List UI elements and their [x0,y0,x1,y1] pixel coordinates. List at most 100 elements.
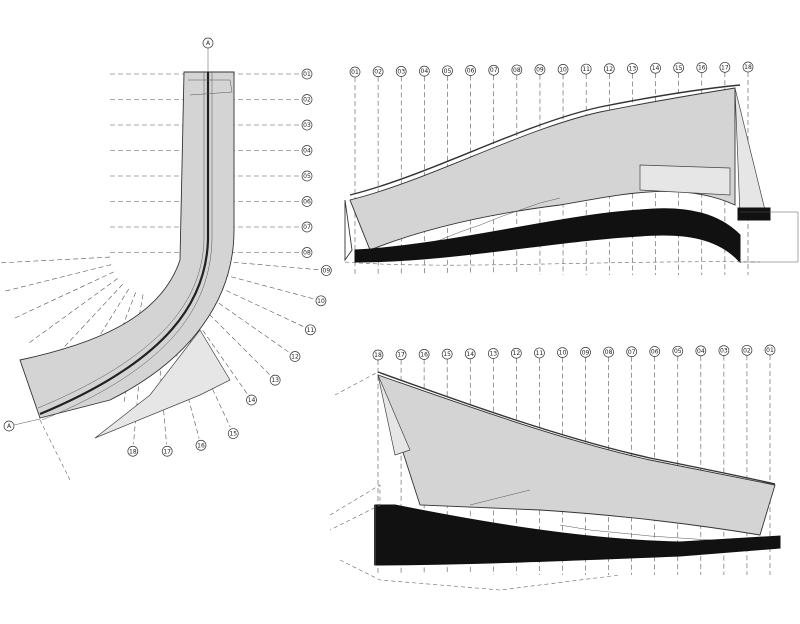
plan-grid-16-bubble [195,439,207,451]
section-marker-top [202,37,214,49]
top-grid-18-label: 18 [744,64,752,71]
plan-grid-03-label: 03 [303,122,311,129]
plan-radial-extra [4,264,112,292]
bottom-grid-16-bubble [418,349,430,360]
bottom-grid-10-bubble [557,347,568,358]
bottom-grid-05-label: 05 [674,348,682,355]
plan-grid-07-bubble [301,221,313,233]
bottom-grid-08-label: 08 [605,349,613,356]
bottom-grid-13-bubble [487,348,499,359]
top-grid-16-label: 16 [698,65,706,72]
plan-grid-14-bubble [246,394,257,406]
top-grid-11-bubble [580,63,592,75]
plan-grid-11-bubble [305,324,316,336]
bottom-ground-line [339,559,621,591]
bottom-grid-02-label: 02 [743,347,751,354]
plan-grid-16-label: 16 [197,442,205,449]
plan-radial-extra [0,256,111,264]
plan-grid-12-label: 12 [291,354,299,361]
top-grid-11-label: 11 [582,66,590,73]
top-grid-02-label: 02 [374,69,382,76]
bottom-grid-14-bubble [464,348,476,360]
plan-radial-extra [13,271,114,319]
ramp-plan-shape [19,71,235,419]
top-grid-08-label: 08 [513,67,521,74]
plan-grid-06-label: 06 [303,199,311,206]
top-grid-05-bubble [442,65,453,77]
bottom-grid-01-bubble [764,344,776,356]
bottom-grid-10-label: 10 [559,350,567,357]
bottom-grid-12-label: 12 [513,350,521,357]
top-grid-04-bubble [419,65,430,77]
top-grid-05-label: 05 [444,68,452,75]
plan-spine [39,72,210,416]
plan-grid-01-label: 01 [303,71,311,78]
top-base-slab [354,208,741,264]
top-grid-10-bubble [557,64,569,75]
bottom-grid-05-bubble [672,345,684,357]
top-grid-03-label: 03 [397,68,405,75]
top-grid-01-label: 01 [351,69,359,76]
top-grid-14-bubble [650,62,661,74]
bottom-rear-fin [377,374,411,456]
bottom-grid-18-bubble [372,349,384,361]
plan-grid-04-label: 04 [303,148,311,155]
plan-grid-11-label: 11 [307,327,315,334]
top-grid-06-label: 06 [467,68,475,75]
plan-grid-13-label: 13 [271,377,279,384]
top-grid-09-label: 09 [536,67,544,74]
plan-grid-05-label: 05 [303,173,311,180]
plan-grid-18-label: 18 [129,448,137,455]
plan-grid-03-bubble [301,119,313,131]
bottom-grid-03-bubble [718,345,730,356]
bottom-grid-09-label: 09 [582,349,590,356]
plan-grid-04-bubble [301,145,313,156]
bottom-grid-08-bubble [603,346,614,358]
plan-entry-detail [188,79,233,96]
plan-grid-09-label: 09 [323,267,331,274]
bottom-grid-17-label: 17 [397,352,405,359]
top-grid-01-bubble [349,66,361,78]
plan-grid-18-bubble [127,445,139,457]
bottom-base-slab [374,504,781,566]
top-grid-12-bubble [603,63,615,75]
top-grid-13-label: 13 [629,65,637,72]
plan-grid-15-bubble [227,428,239,439]
top-grid-03-bubble [395,66,407,77]
plan-grid-12-bubble [289,351,301,362]
plan-grid-02-label: 02 [303,97,311,104]
plan-grid-17-label: 17 [163,448,171,455]
bottom-grid-06-label: 06 [651,348,659,355]
top-grid-04-label: 04 [421,68,429,75]
plan-grid-17-bubble [161,445,173,457]
plan-dashed-edge [39,419,71,481]
top-grid-06-bubble [465,65,476,76]
top-grid-12-label: 12 [605,66,613,73]
bottom-grid-15-bubble [441,348,453,360]
plan-grid-05-bubble [301,170,313,182]
plan-grid-09-bubble [320,265,332,276]
top-roof-surface [349,87,736,251]
top-grid-02-bubble [372,66,384,78]
bottom-grid-09-bubble [580,347,591,358]
plan-radial-line [154,314,167,445]
top-grid-07-label: 07 [490,67,498,74]
plan-grid-15-label: 15 [229,431,237,438]
bottom-grid-02-bubble [741,344,753,356]
top-base-end [737,207,771,221]
bottom-grid-01-label: 01 [766,347,774,354]
plan-grid-10-bubble [315,295,327,307]
bottom-context-left [329,484,381,531]
bottom-grid-12-bubble [511,347,522,359]
plan-grid-06-bubble [301,196,313,207]
top-end-block [740,211,799,263]
plan-grid-08-label: 08 [303,250,311,257]
bottom-grid-06-bubble [649,346,661,357]
plan-grid-14-label: 14 [248,397,256,404]
bottom-grid-07-bubble [626,346,637,358]
plan-grid-07-label: 07 [303,224,311,231]
bottom-grid-04-bubble [695,345,707,357]
